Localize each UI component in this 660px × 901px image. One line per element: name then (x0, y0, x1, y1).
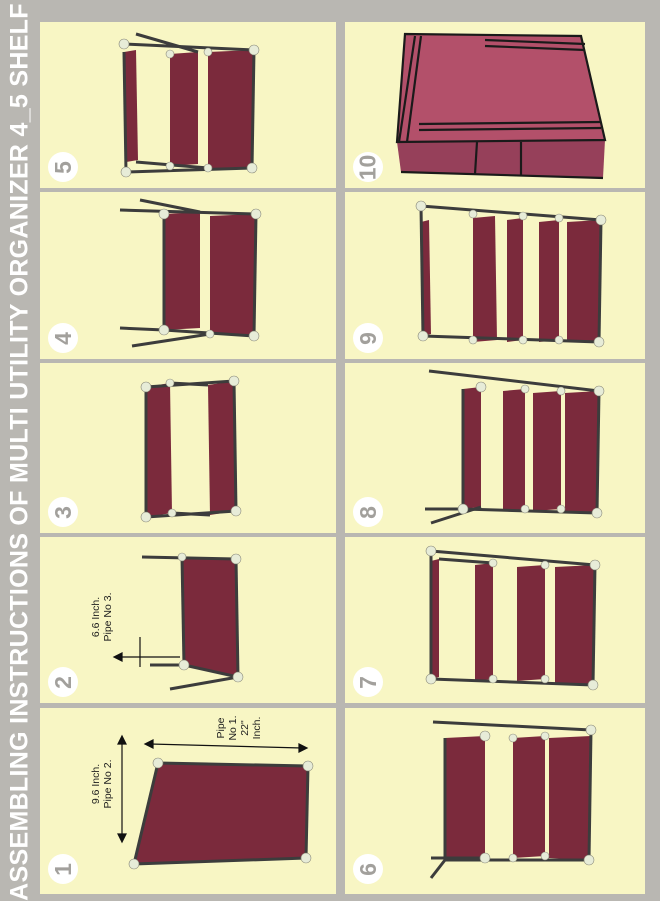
step-6-number-badge: 6 (353, 854, 383, 884)
step-9-illustration (415, 200, 607, 348)
step-1-number-badge: 1 (48, 854, 78, 884)
step-2-number-badge: 2 (48, 667, 78, 697)
step-9-number-badge: 9 (353, 323, 383, 353)
step-2-note: 6.6 Inch.Pipe No 3. (89, 592, 114, 642)
step-6-panel: 6 (345, 708, 645, 894)
step-3-number-badge: 3 (48, 497, 78, 527)
step-5-illustration (118, 32, 260, 178)
step-8-number-badge: 8 (353, 497, 383, 527)
step-5-panel: 5 (40, 22, 336, 188)
step-8-illustration (425, 369, 605, 525)
step-4-number-badge: 4 (48, 323, 78, 353)
step-5-number-badge: 5 (48, 152, 78, 182)
page-title: ASSEMBLING INSTRUCTIONS OF MULTI UTILITY… (5, 3, 34, 901)
title-strip: ASSEMBLING INSTRUCTIONS OF MULTI UTILITY… (0, 0, 40, 901)
step-10-panel: 10 (345, 22, 645, 188)
step-7-number-badge: 7 (353, 667, 383, 697)
step-6-illustration (429, 720, 597, 879)
step-4-illustration (119, 198, 262, 348)
step-2-illustration (112, 552, 244, 691)
step-4-panel: 4 (40, 192, 336, 359)
step-2-panel: 6.6 Inch.Pipe No 3. 2 (40, 537, 336, 703)
step-8-panel: 8 (345, 363, 645, 533)
step-1-note-width: 9.6 Inch.Pipe No 2. (89, 759, 114, 809)
step-10-illustration (395, 32, 607, 180)
step-3-panel: 3 (40, 363, 336, 533)
step-1-illustration (117, 734, 314, 870)
step-7-panel: 7 (345, 537, 645, 703)
step-3-illustration (140, 375, 242, 523)
step-7-illustration (425, 545, 601, 691)
step-10-number-badge: 10 (353, 152, 383, 182)
step-9-panel: 9 (345, 192, 645, 359)
